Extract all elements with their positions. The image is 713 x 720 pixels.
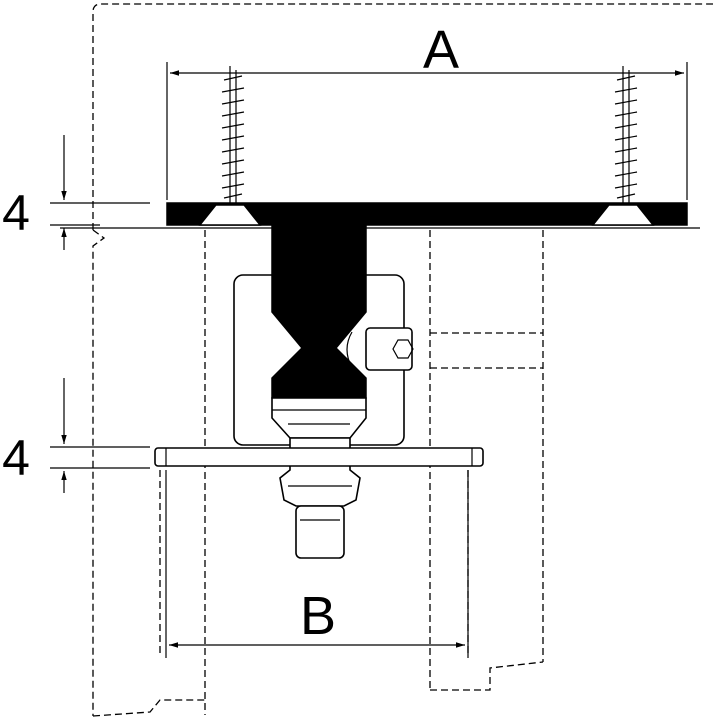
dimension-bottom-thickness-label: 4 — [2, 430, 30, 486]
dimension-a-label: A — [423, 20, 459, 80]
dimension-top-thickness-label: 4 — [2, 185, 30, 241]
top-plate-group — [60, 202, 700, 229]
screw-head-right — [591, 204, 655, 226]
set-screw — [365, 327, 413, 371]
top-plate — [166, 202, 688, 226]
housing-left-lower — [92, 229, 106, 716]
connector-body — [271, 224, 367, 399]
lower-plate-group — [154, 447, 484, 467]
dimension-b-label: B — [300, 586, 336, 646]
spindle-pin — [295, 505, 345, 559]
screw-left — [221, 66, 245, 205]
lower-plate — [154, 447, 484, 467]
break-line-right — [430, 661, 544, 691]
spindle — [271, 397, 367, 559]
connector-solid — [271, 224, 367, 399]
screw-head-left — [198, 204, 262, 226]
housing-outline — [92, 3, 713, 230]
dimension-b: B — [165, 470, 469, 658]
dimension-top-thickness: 4 — [2, 135, 150, 250]
dimension-a: A — [166, 20, 688, 200]
dimension-bottom-thickness: 4 — [2, 378, 150, 493]
break-line-left — [92, 699, 205, 717]
side-bracket — [430, 332, 543, 369]
screw-right — [614, 66, 638, 205]
spindle-neck — [271, 397, 367, 439]
set-screw-hex — [392, 339, 414, 359]
